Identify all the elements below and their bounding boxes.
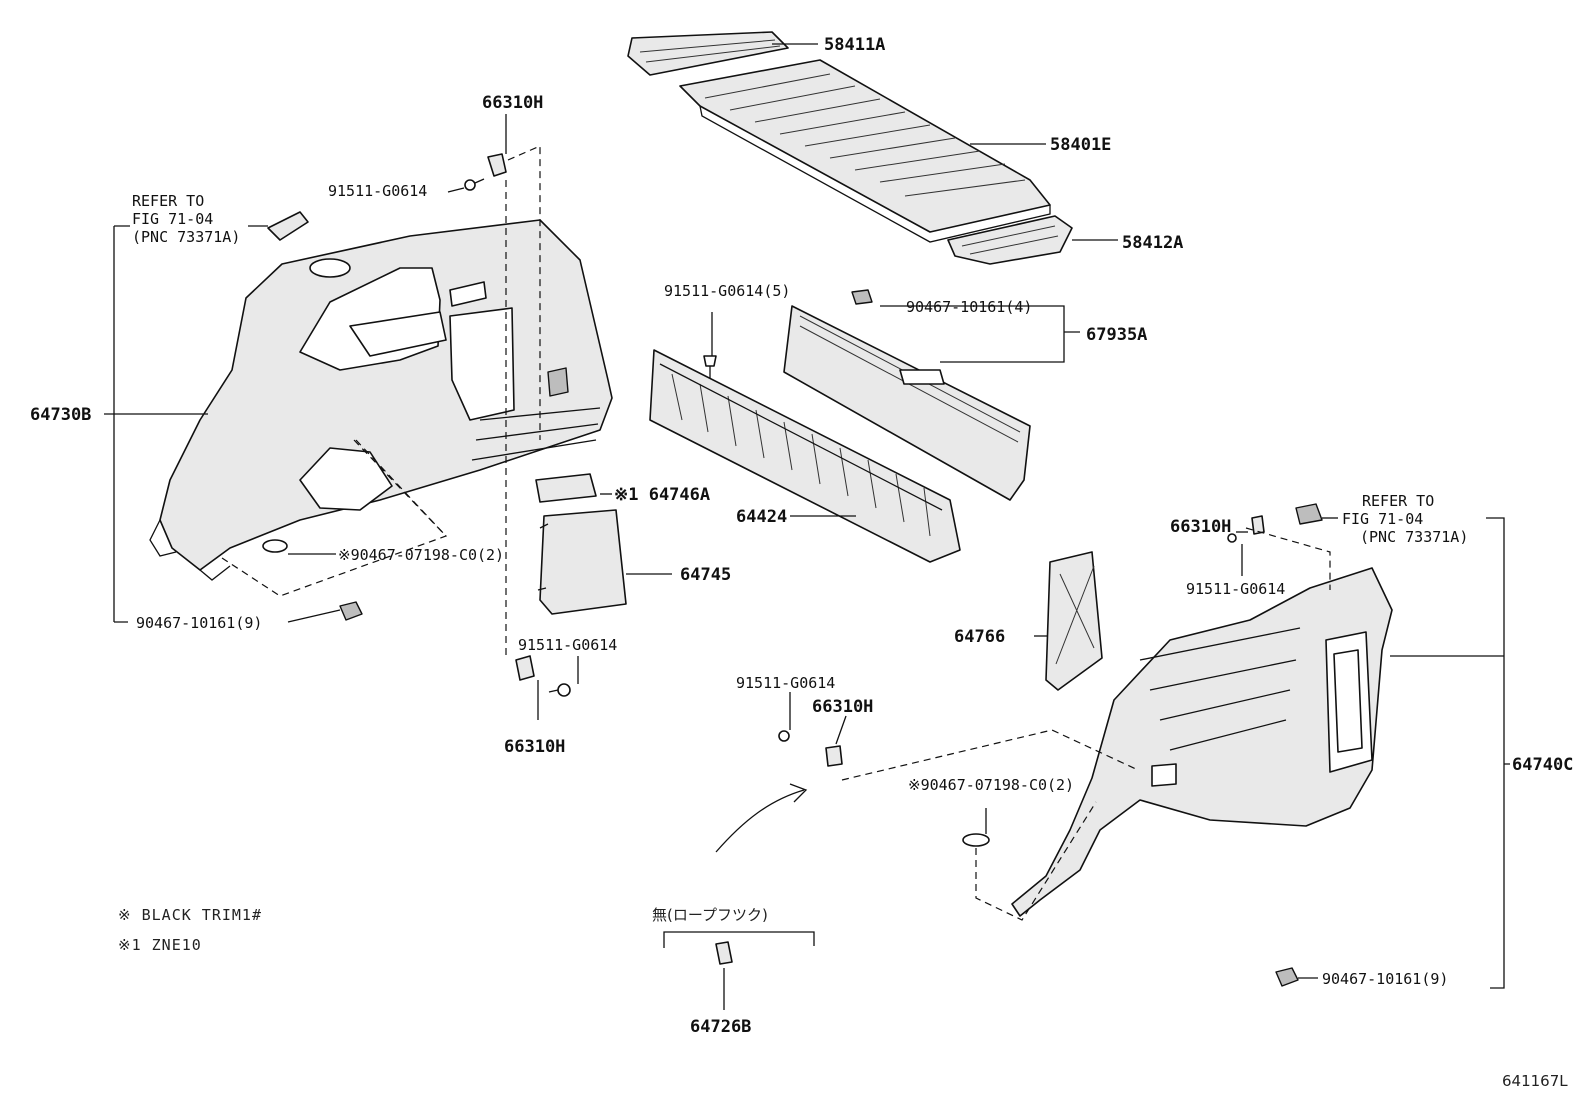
label-58401e: 58401E xyxy=(1050,135,1111,155)
label-refer-left-2: FIG 71-04 xyxy=(132,210,213,228)
label-64745: 64745 xyxy=(680,565,731,585)
label-refer-right-3: (PNC 73371A) xyxy=(1360,528,1468,546)
label-90467-10161-left: 90467-10161(9) xyxy=(136,614,262,632)
label-64740c: 64740C xyxy=(1512,755,1573,775)
clip-66310h-center xyxy=(825,745,843,767)
note-black-trim: ※ BLACK TRIM1# xyxy=(118,906,262,924)
clip-66310h-bottom-left xyxy=(515,655,535,681)
label-90467-07198-left: ※90467-07198-C0(2) xyxy=(338,546,504,564)
label-64730b: 64730B xyxy=(30,405,91,425)
tonneau-board-58411a xyxy=(627,31,789,76)
clip-90467-10161-left xyxy=(339,601,363,621)
scuff-plate-67935a xyxy=(783,305,1031,501)
label-91511-center: 91511-G0614 xyxy=(736,674,835,692)
label-90467-10161-right: 90467-10161(9) xyxy=(1322,970,1448,988)
label-91511-5: 91511-G0614(5) xyxy=(664,282,790,300)
label-66310h-top: 66310H xyxy=(482,93,543,113)
direction-arrow xyxy=(715,789,805,853)
tonneau-board-58401e xyxy=(679,59,1051,243)
label-refer-right-2: FIG 71-04 xyxy=(1342,510,1423,528)
label-66310h-bottom-left: 66310H xyxy=(504,737,565,757)
fastener-90467-07198-left xyxy=(262,539,288,553)
bracket-left-refer xyxy=(267,211,309,241)
screw-91511-center xyxy=(778,730,790,742)
panel-64766 xyxy=(1045,551,1103,691)
label-90467-07198-right: ※90467-07198-C0(2) xyxy=(908,776,1074,794)
screw-91511-right xyxy=(1227,533,1237,543)
rope-hook-64726b xyxy=(715,941,733,965)
left-quarter-trim-64730b xyxy=(149,219,613,581)
label-67935a: 67935A xyxy=(1086,325,1147,345)
label-64746a: ※1 64746A xyxy=(614,485,710,505)
label-58411a: 58411A xyxy=(824,35,885,55)
label-64424: 64424 xyxy=(736,507,787,527)
leader-lines xyxy=(104,43,1510,1010)
label-refer-left-1: REFER TO xyxy=(132,192,204,210)
dashed-guide-lines xyxy=(221,145,1331,921)
rear-panel-64424 xyxy=(649,349,961,563)
label-91511-right: 91511-G0614 xyxy=(1186,580,1285,598)
label-rope-hook: 無(ロープフツク) xyxy=(652,906,768,924)
clip-66310h-right xyxy=(1251,515,1265,535)
label-66310h-center: 66310H xyxy=(812,697,873,717)
label-91511-top: 91511-G0614 xyxy=(328,182,427,200)
screw-91511-5 xyxy=(703,355,717,378)
clip-90467-10161-right xyxy=(1275,967,1299,987)
right-quarter-trim-64740c xyxy=(1011,503,1393,917)
fastener-90467-07198-right xyxy=(962,833,990,847)
note-zne10: ※1 ZNE10 xyxy=(118,936,202,954)
label-64766: 64766 xyxy=(954,627,1005,647)
screw-91511-mid xyxy=(548,683,571,697)
label-90467-10161-4: 90467-10161(4) xyxy=(906,298,1032,316)
label-64726b: 64726B xyxy=(690,1017,751,1037)
label-66310h-right: 66310H xyxy=(1170,517,1231,537)
screw-91511-top xyxy=(464,178,485,191)
clip-90467-10161-4 xyxy=(851,289,873,305)
cover-64746a xyxy=(535,473,597,503)
direction-arrow-head xyxy=(789,783,808,803)
lid-64745 xyxy=(537,509,627,615)
clip-66310h-top xyxy=(487,153,507,177)
label-refer-left-3: (PNC 73371A) xyxy=(132,228,240,246)
figure-id: 641167L xyxy=(1502,1072,1568,1090)
tonneau-board-58412a xyxy=(947,215,1073,265)
label-58412a: 58412A xyxy=(1122,233,1183,253)
label-91511-mid: 91511-G0614 xyxy=(518,636,617,654)
label-refer-right-1: REFER TO xyxy=(1362,492,1434,510)
